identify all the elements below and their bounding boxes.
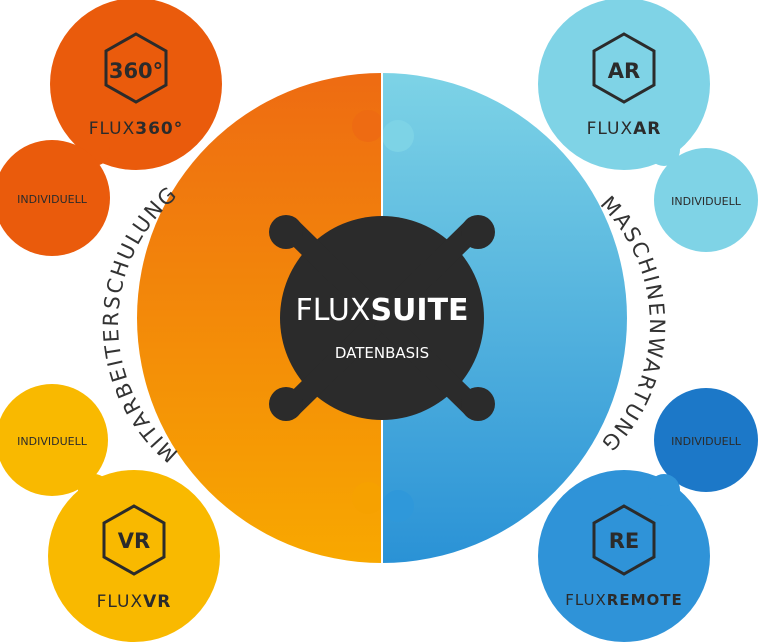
- addon-individuell-bottom-left[interactable]: INDIVIDUELL: [0, 384, 108, 496]
- module-flux-ar[interactable]: AR FLUXAR: [538, 0, 710, 170]
- hexagon-badge-icon: [592, 504, 656, 576]
- module-name: FLUXAR: [587, 119, 662, 139]
- hexagon-badge-icon: [104, 32, 168, 104]
- module-badge: VR: [118, 529, 150, 553]
- addon-label: INDIVIDUELL: [671, 195, 742, 208]
- addon-individuell-top-right[interactable]: INDIVIDUELL: [654, 148, 758, 252]
- addon-label: INDIVIDUELL: [17, 193, 88, 206]
- addon-individuell-bottom-right[interactable]: INDIVIDUELL: [654, 388, 758, 492]
- module-badge: 360°: [109, 59, 163, 83]
- ring-right-half: [382, 73, 627, 563]
- module-flux-360[interactable]: 360° FLUX360°: [50, 0, 222, 170]
- center-piece: FLUXSUITE DATENBASIS: [269, 215, 495, 421]
- hexagon-badge-icon: [592, 32, 656, 104]
- module-name: FLUXREMOTE: [565, 591, 682, 609]
- ring-left-half: [137, 73, 384, 563]
- module-badge: RE: [609, 529, 640, 553]
- module-flux-remote[interactable]: RE FLUXREMOTE: [538, 470, 710, 642]
- addon-label: INDIVIDUELL: [17, 435, 88, 448]
- center-title: FLUXSUITE: [295, 293, 468, 328]
- module-badge: AR: [608, 59, 640, 83]
- module-flux-vr[interactable]: VR FLUXVR: [48, 470, 220, 642]
- hexagon-badge-icon: [102, 504, 166, 576]
- center-subtitle: DATENBASIS: [335, 344, 429, 362]
- module-name: FLUX360°: [89, 119, 184, 139]
- module-name: FLUXVR: [97, 592, 172, 612]
- addon-label: INDIVIDUELL: [671, 435, 742, 448]
- addon-individuell-top-left[interactable]: INDIVIDUELL: [0, 140, 110, 256]
